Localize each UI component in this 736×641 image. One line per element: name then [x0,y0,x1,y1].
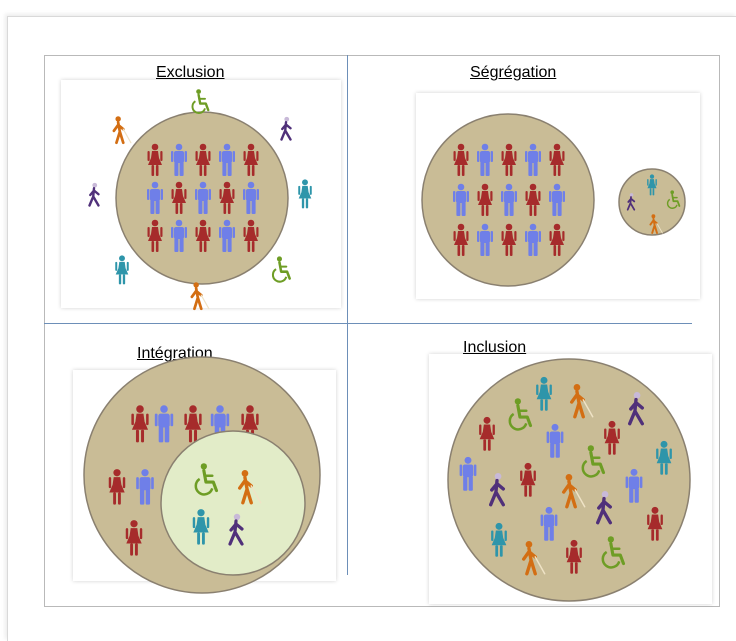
woman-icon [453,223,469,256]
inclusion-title: Inclusion [463,339,527,356]
man-icon [147,181,163,214]
man-icon [546,423,564,458]
woman-icon [477,183,493,216]
walking-person-icon [626,193,636,211]
walking-person-icon [628,391,644,426]
woman-icon [171,181,187,214]
walking-person-icon [280,116,292,141]
woman-icon [647,506,663,541]
man-icon [243,181,259,214]
exclusion-title: Exclusion [156,64,225,81]
woman-icon [131,405,149,443]
teal-woman-icon [192,509,210,545]
walking-person-icon [88,182,100,207]
woman-icon [604,420,620,455]
woman-icon [243,219,259,252]
man-icon [625,468,643,503]
horizontal-divider [44,323,692,324]
vertical-divider [347,55,348,575]
blind-person-icon [190,282,210,311]
segregation-title: Ségrégation [470,64,557,81]
page-frame [7,16,736,641]
man-icon [477,143,493,176]
woman-icon [195,143,211,176]
wheelchair-user-icon [601,536,626,569]
man-icon [477,223,493,256]
wheelchair-user-icon [271,256,291,283]
man-icon [171,143,187,176]
woman-icon [453,143,469,176]
woman-icon [479,416,495,451]
woman-icon [147,219,163,252]
walking-person-icon [596,490,612,525]
blind-person-icon [522,540,546,576]
blind-person-icon [562,473,586,509]
man-icon [219,219,235,252]
man-icon [453,183,469,216]
man-icon [549,183,565,216]
segregation-small-circle [618,168,686,236]
man-icon [540,506,558,541]
woman-icon [549,143,565,176]
wheelchair-user-icon [666,190,681,209]
teal-woman-icon [491,522,507,557]
integration-inner-circle [160,430,306,576]
wheelchair-user-icon [194,463,219,496]
woman-icon [520,462,536,497]
man-icon [154,405,174,443]
blind-person-icon [649,214,663,234]
woman-icon [243,143,259,176]
woman-icon [125,520,143,556]
man-icon [136,469,154,505]
blind-person-icon [238,469,262,505]
man-icon [525,223,541,256]
man-icon [501,183,517,216]
woman-icon [147,143,163,176]
woman-icon [184,405,202,443]
man-icon [195,181,211,214]
teal-woman-icon [536,376,552,411]
woman-icon [549,223,565,256]
man-icon [171,219,187,252]
woman-icon [108,469,126,505]
walking-person-icon [489,472,505,507]
blind-person-icon [570,383,594,419]
teal-woman-icon [298,179,312,209]
woman-icon [501,223,517,256]
wheelchair-user-icon [508,398,533,431]
walking-person-icon [228,513,244,546]
woman-icon [566,539,582,574]
teal-woman-icon [115,255,129,285]
woman-icon [525,183,541,216]
wheelchair-user-icon [581,445,606,478]
woman-icon [195,219,211,252]
wheelchair-user-icon [191,89,210,114]
teal-woman-icon [656,440,672,475]
man-icon [459,456,477,491]
blind-person-icon [112,116,132,145]
woman-icon [219,181,235,214]
man-icon [525,143,541,176]
woman-icon [501,143,517,176]
man-icon [219,143,235,176]
